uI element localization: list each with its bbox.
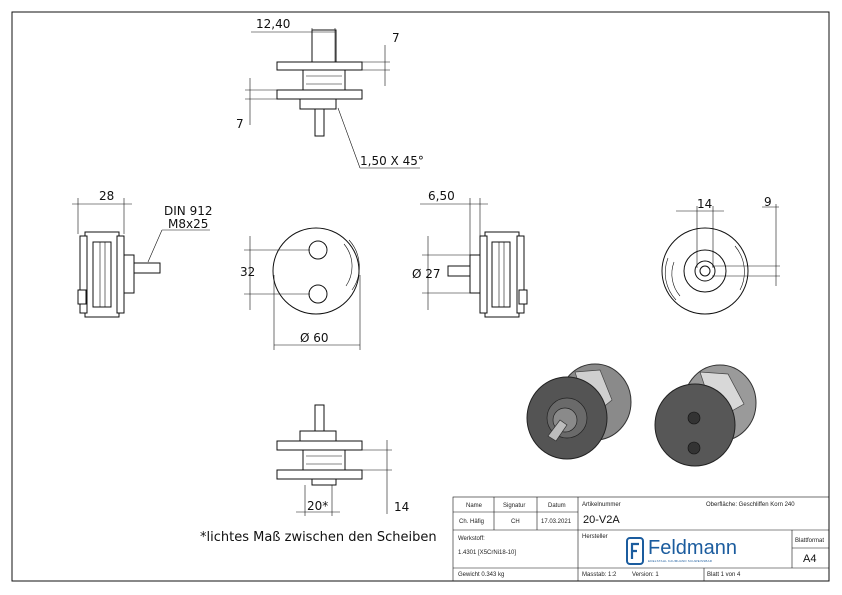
tb-hersteller-label: Hersteller xyxy=(582,534,608,540)
dim-14-top: 14 xyxy=(697,197,712,211)
dim-7-top: 7 xyxy=(392,31,400,45)
dim-60: Ø 60 xyxy=(300,331,329,345)
tb-header-datum: Datum xyxy=(548,503,566,509)
tb-werkstoff: 1.4301 [X5CrNi18-10] xyxy=(458,550,517,556)
dim-14-bottom: 14 xyxy=(394,500,409,514)
footnote: *lichtes Maß zwischen den Scheiben xyxy=(200,530,437,545)
tb-blattformat-label: Blattformat xyxy=(795,538,825,544)
dim-9: 9 xyxy=(764,195,772,209)
tb-version: Version: 1 xyxy=(632,572,659,578)
dim-chamfer: 1,50 X 45° xyxy=(360,154,424,168)
dim-28: 28 xyxy=(99,189,114,203)
din-label: DIN 912 xyxy=(164,204,212,218)
dim-32: 32 xyxy=(240,265,255,279)
tb-artikelnummer-label: Artikelnummer xyxy=(582,502,621,508)
dim-7-left: 7 xyxy=(236,117,244,131)
dim-27: Ø 27 xyxy=(412,267,441,281)
tb-header-name: Name xyxy=(466,503,483,509)
tb-header-signatur: Signatur xyxy=(503,503,526,509)
feldmann-logo: Feldmann EDELSTAHL KAUMHAND SCHWEISSBAR xyxy=(626,537,766,567)
title-block xyxy=(452,496,830,582)
dim-20: 20* xyxy=(307,499,328,513)
din-size: M8x25 xyxy=(168,217,208,231)
sheet-border xyxy=(11,11,830,582)
bottom-view xyxy=(276,404,392,516)
front-view xyxy=(244,227,361,350)
left-side-view xyxy=(72,198,210,318)
dim-6-50: 6,50 xyxy=(428,189,455,203)
render-3d-right xyxy=(654,364,757,467)
top-view xyxy=(245,28,420,169)
tb-blatt: Blatt 1 von 4 xyxy=(707,572,741,578)
rear-view xyxy=(661,204,780,315)
brand-name: Feldmann xyxy=(648,537,737,559)
render-3d-left xyxy=(526,363,632,460)
dim-12-40: 12,40 xyxy=(256,17,290,31)
feldmann-logo-icon xyxy=(626,537,644,565)
right-side-view xyxy=(420,198,528,318)
tb-name: Ch. Häfig xyxy=(459,519,485,525)
tb-blattformat: A4 xyxy=(803,553,817,565)
brand-subtitle: EDELSTAHL KAUMHAND SCHWEISSBAR xyxy=(648,559,713,563)
tb-werkstoff-label: Werkstoff: xyxy=(458,536,485,542)
tb-oberflaeche: Oberfläche: Geschliffen Korn 240 xyxy=(706,502,795,508)
tb-gewicht: Gewicht 0.343 kg xyxy=(458,572,505,578)
tb-artikelnummer: 20-V2A xyxy=(583,514,620,526)
tb-datum: 17.03.2021 xyxy=(541,519,572,525)
tb-massstab: Masstab: 1:2 xyxy=(582,572,617,578)
tb-signatur: CH xyxy=(511,519,520,525)
